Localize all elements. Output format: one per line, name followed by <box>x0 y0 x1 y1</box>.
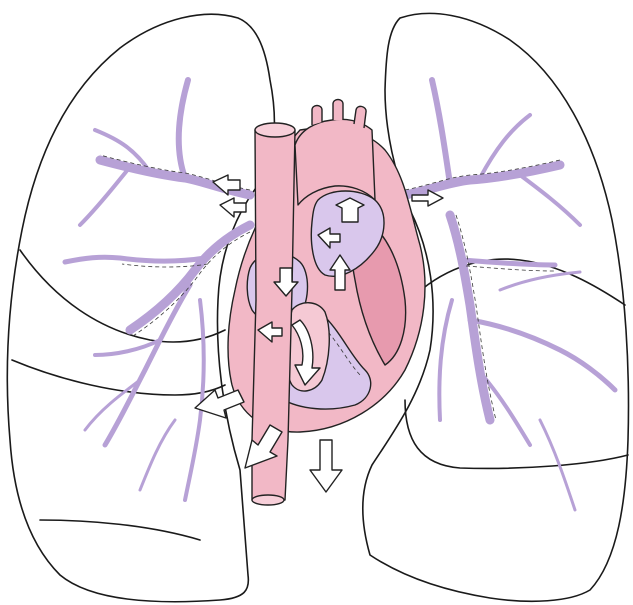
arrow-icon <box>310 440 342 492</box>
